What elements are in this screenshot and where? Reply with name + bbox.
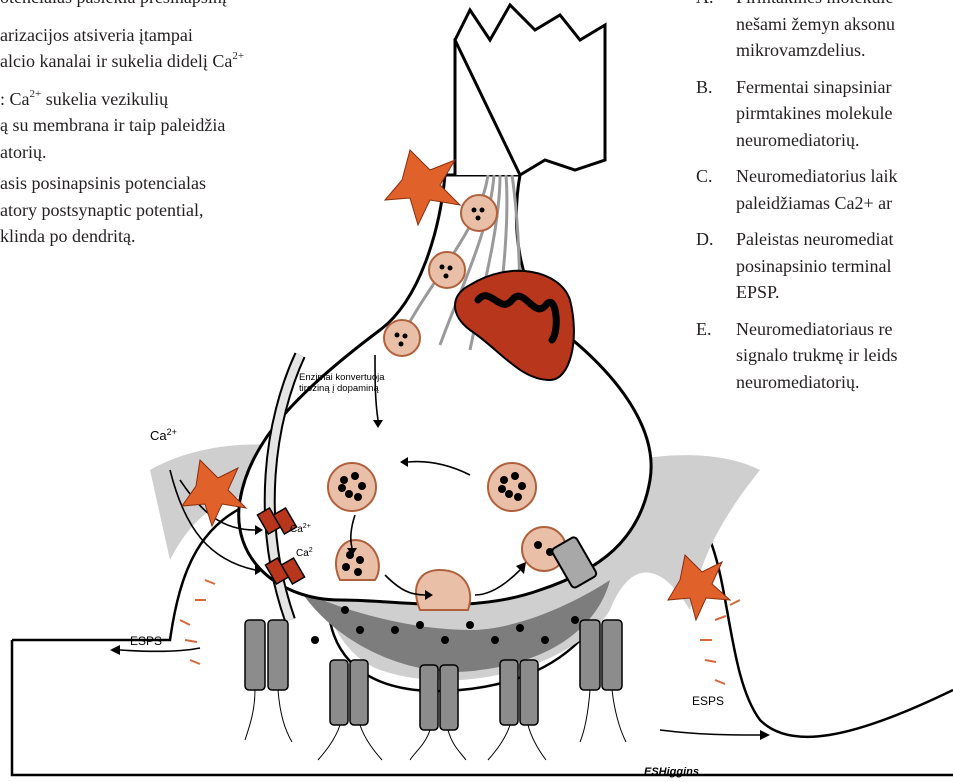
legend-item-c: C. Neuromediatorius laik paleidžiamas Ca…	[696, 163, 953, 216]
legend-item-a: A. Pirmtakinės molekulė nešami žemyn aks…	[696, 0, 953, 64]
legend-line: mikrovamzdelius.	[736, 37, 953, 64]
legend-letter: C.	[696, 163, 713, 190]
legend-line: Paleistas neuromediat	[736, 226, 953, 253]
legend-line: Fermentai sinapsiniar	[736, 74, 953, 101]
legend-line: EPSP.	[736, 279, 953, 306]
legend-line: Neuromediatoriaus re	[736, 316, 953, 343]
legend-line: neuromediatorių.	[736, 127, 953, 154]
esps-right-label: ESPS	[692, 694, 724, 708]
esps-left-label: ESPS	[130, 634, 162, 648]
legend-line: nešami žemyn aksonu	[736, 11, 953, 38]
legend-line: Pirmtakinės molekulė	[736, 0, 953, 11]
legend-letter: D.	[696, 226, 714, 253]
legend-line: signalo trukmę ir leids	[736, 342, 953, 369]
legend-line: Neuromediatorius laik	[736, 163, 953, 190]
signature: ESHiggins	[644, 766, 699, 778]
legend-item-b: B. Fermentai sinapsiniar pirmtakines mol…	[696, 74, 953, 154]
legend-letter: A.	[696, 0, 714, 11]
legend-item-d: D. Paleistas neuromediat posinapsinio te…	[696, 226, 953, 306]
legend-line: paleidžiamas Ca2+ ar	[736, 190, 953, 217]
right-legend-list: A. Pirmtakinės molekulė nešami žemyn aks…	[696, 0, 953, 405]
legend-line: pirmtakines molekule	[736, 100, 953, 127]
legend-letter: E.	[696, 316, 712, 343]
legend-line: posinapsinio terminal	[736, 253, 953, 280]
legend-letter: B.	[696, 74, 713, 101]
legend-line: neuromediatorių.	[736, 369, 953, 396]
ca-outside-label: Ca2+	[150, 427, 177, 443]
legend-item-e: E. Neuromediatoriaus re signalo trukmę i…	[696, 316, 953, 396]
